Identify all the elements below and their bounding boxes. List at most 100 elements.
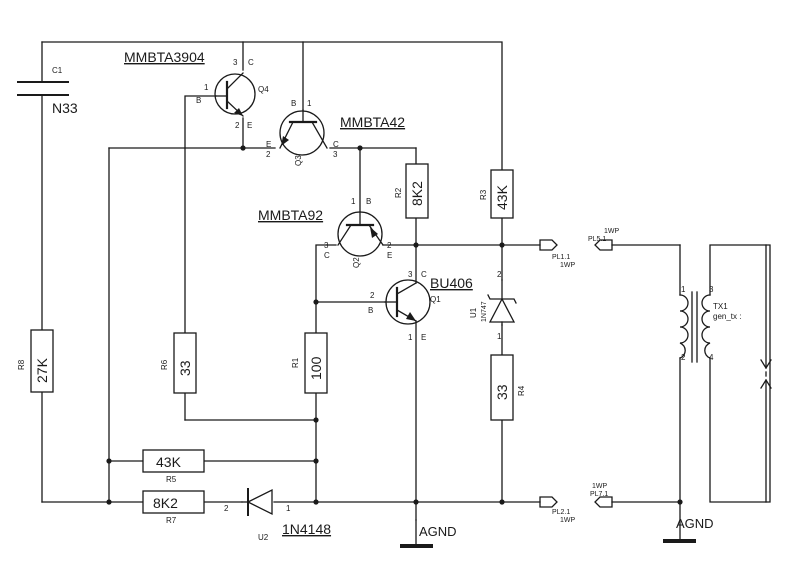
q1-part: BU406 (430, 275, 473, 291)
junction-dots (106, 145, 683, 505)
q1-pin2: 2 (370, 291, 375, 300)
transistor-q2: MMBTA92 1 B C 3 E 2 Q2 (258, 197, 392, 268)
u2-pin1: 1 (286, 504, 291, 513)
transistor-q1: BU406 Q1 3 C 2 B 1 E (368, 270, 473, 342)
u2-pin2: 2 (224, 504, 229, 513)
connector-pl1: PL1.1 1WP (539, 239, 576, 269)
ground-right: AGND (663, 516, 714, 543)
q3-pin2: 2 (266, 150, 271, 159)
pl5-ref: PL5.1 (588, 236, 606, 243)
q3-pin3: 3 (333, 150, 338, 159)
r2-value: 8K2 (409, 181, 425, 206)
r4-value: 33 (494, 384, 510, 400)
r7-value: 8K2 (153, 495, 178, 511)
tx1-pin1: 1 (681, 285, 686, 294)
u1-part: 1N747 (481, 301, 488, 322)
pl7-type: 1WP (592, 483, 608, 490)
q2-ref: Q2 (352, 257, 361, 268)
r8-value: 27K (34, 357, 50, 383)
q2-pin-b: B (366, 197, 371, 206)
q4-part: MMBTA3904 (124, 49, 205, 65)
q3-pin-e: E (266, 140, 271, 149)
q1-pin-e: E (421, 333, 426, 342)
r5-value: 43K (156, 454, 182, 470)
r1-value: 100 (308, 356, 324, 380)
connector-pl7: 1WP PL7.1 (590, 483, 613, 508)
q3-ref: Q3 (294, 155, 303, 166)
capacitor-c1: C1 N33 (17, 66, 78, 116)
spark-gap (760, 244, 772, 503)
pl7-ref: PL7.1 (590, 491, 608, 498)
q4-pin-e: E (247, 121, 252, 130)
pl1-type: 1WP (560, 262, 576, 269)
transistor-q4: MMBTA3904 Q4 3 C 1 B 2 E (124, 49, 269, 130)
zener-diode-u1: 2 1 U1 1N747 (469, 270, 517, 341)
q1-pin-c: C (421, 270, 427, 279)
resistor-r4: 33 R4 (490, 354, 526, 421)
diode-u2: 2 1 U2 1N4148 (224, 488, 331, 542)
r2-ref: R2 (394, 187, 403, 198)
pl2-ref: PL2.1 (552, 509, 570, 516)
ground-left: AGND (400, 524, 457, 548)
q1-ref: Q1 (430, 295, 441, 304)
q4-pin2: 2 (235, 121, 240, 130)
q4-pin3: 3 (233, 58, 238, 67)
u1-pin2: 2 (497, 270, 502, 279)
transformer-tx1: 1 2 3 4 TX1 gen_tx : (679, 285, 741, 363)
q1-pin3: 3 (408, 270, 413, 279)
ground-right-label: AGND (676, 516, 714, 531)
u1-pin1: 1 (497, 332, 502, 341)
transistor-q3: MMBTA42 B 1 E 2 C 3 Q3 (266, 99, 405, 166)
ground-left-label: AGND (419, 524, 457, 539)
c1-value: N33 (52, 100, 78, 116)
q2-part: MMBTA92 (258, 207, 323, 223)
q2-pin-e: E (387, 251, 392, 260)
q3-pin-b: B (291, 99, 296, 108)
q1-pin-b: B (368, 306, 373, 315)
r6-value: 33 (177, 360, 193, 376)
r1-ref: R1 (291, 357, 300, 368)
resistor-r2: 8K2 R2 (394, 163, 429, 219)
resistor-r3: 43K R3 (479, 169, 514, 219)
u2-part: 1N4148 (282, 521, 331, 537)
tx1-pin2: 2 (681, 353, 686, 362)
c1-ref: C1 (52, 66, 63, 75)
q2-pin1: 1 (351, 197, 356, 206)
q1-pin1: 1 (408, 333, 413, 342)
tx1-name: gen_tx : (713, 312, 741, 321)
resistor-r6: 33 R6 (160, 332, 197, 394)
connector-pl5: 1WP PL5.1 (588, 228, 620, 251)
q2-pin-c: C (324, 251, 330, 260)
r6-ref: R6 (160, 359, 169, 370)
r5-ref: R5 (166, 475, 177, 484)
resistor-r7: 8K2 R7 (142, 490, 205, 525)
r4-ref: R4 (517, 385, 526, 396)
u2-ref: U2 (258, 533, 269, 542)
q4-pin1: 1 (204, 83, 209, 92)
q3-pin1: 1 (307, 99, 312, 108)
q2-pin2: 2 (387, 241, 392, 250)
q4-ref: Q4 (258, 85, 269, 94)
q3-pin-c: C (333, 140, 339, 149)
r7-ref: R7 (166, 516, 177, 525)
r3-value: 43K (494, 184, 510, 210)
r3-ref: R3 (479, 189, 488, 200)
q2-pin3: 3 (324, 241, 329, 250)
q3-part: MMBTA42 (340, 114, 405, 130)
tx1-pin3: 3 (709, 285, 714, 294)
pl1-ref: PL1.1 (552, 254, 570, 261)
tx1-ref: TX1 (713, 302, 728, 311)
r8-ref: R8 (17, 359, 26, 370)
resistor-r1: 100 R1 (291, 332, 328, 394)
resistor-r5: 43K R5 (142, 449, 205, 484)
wires (41, 41, 771, 547)
resistor-r8: 27K R8 (17, 329, 54, 393)
tx1-pin4: 4 (709, 353, 714, 362)
u1-ref: U1 (469, 307, 478, 318)
connector-pl2: PL2.1 1WP (539, 496, 576, 524)
pl5-type: 1WP (604, 228, 620, 235)
pl2-type: 1WP (560, 517, 576, 524)
q4-pin-c: C (248, 58, 254, 67)
q4-pin-b: B (196, 96, 201, 105)
